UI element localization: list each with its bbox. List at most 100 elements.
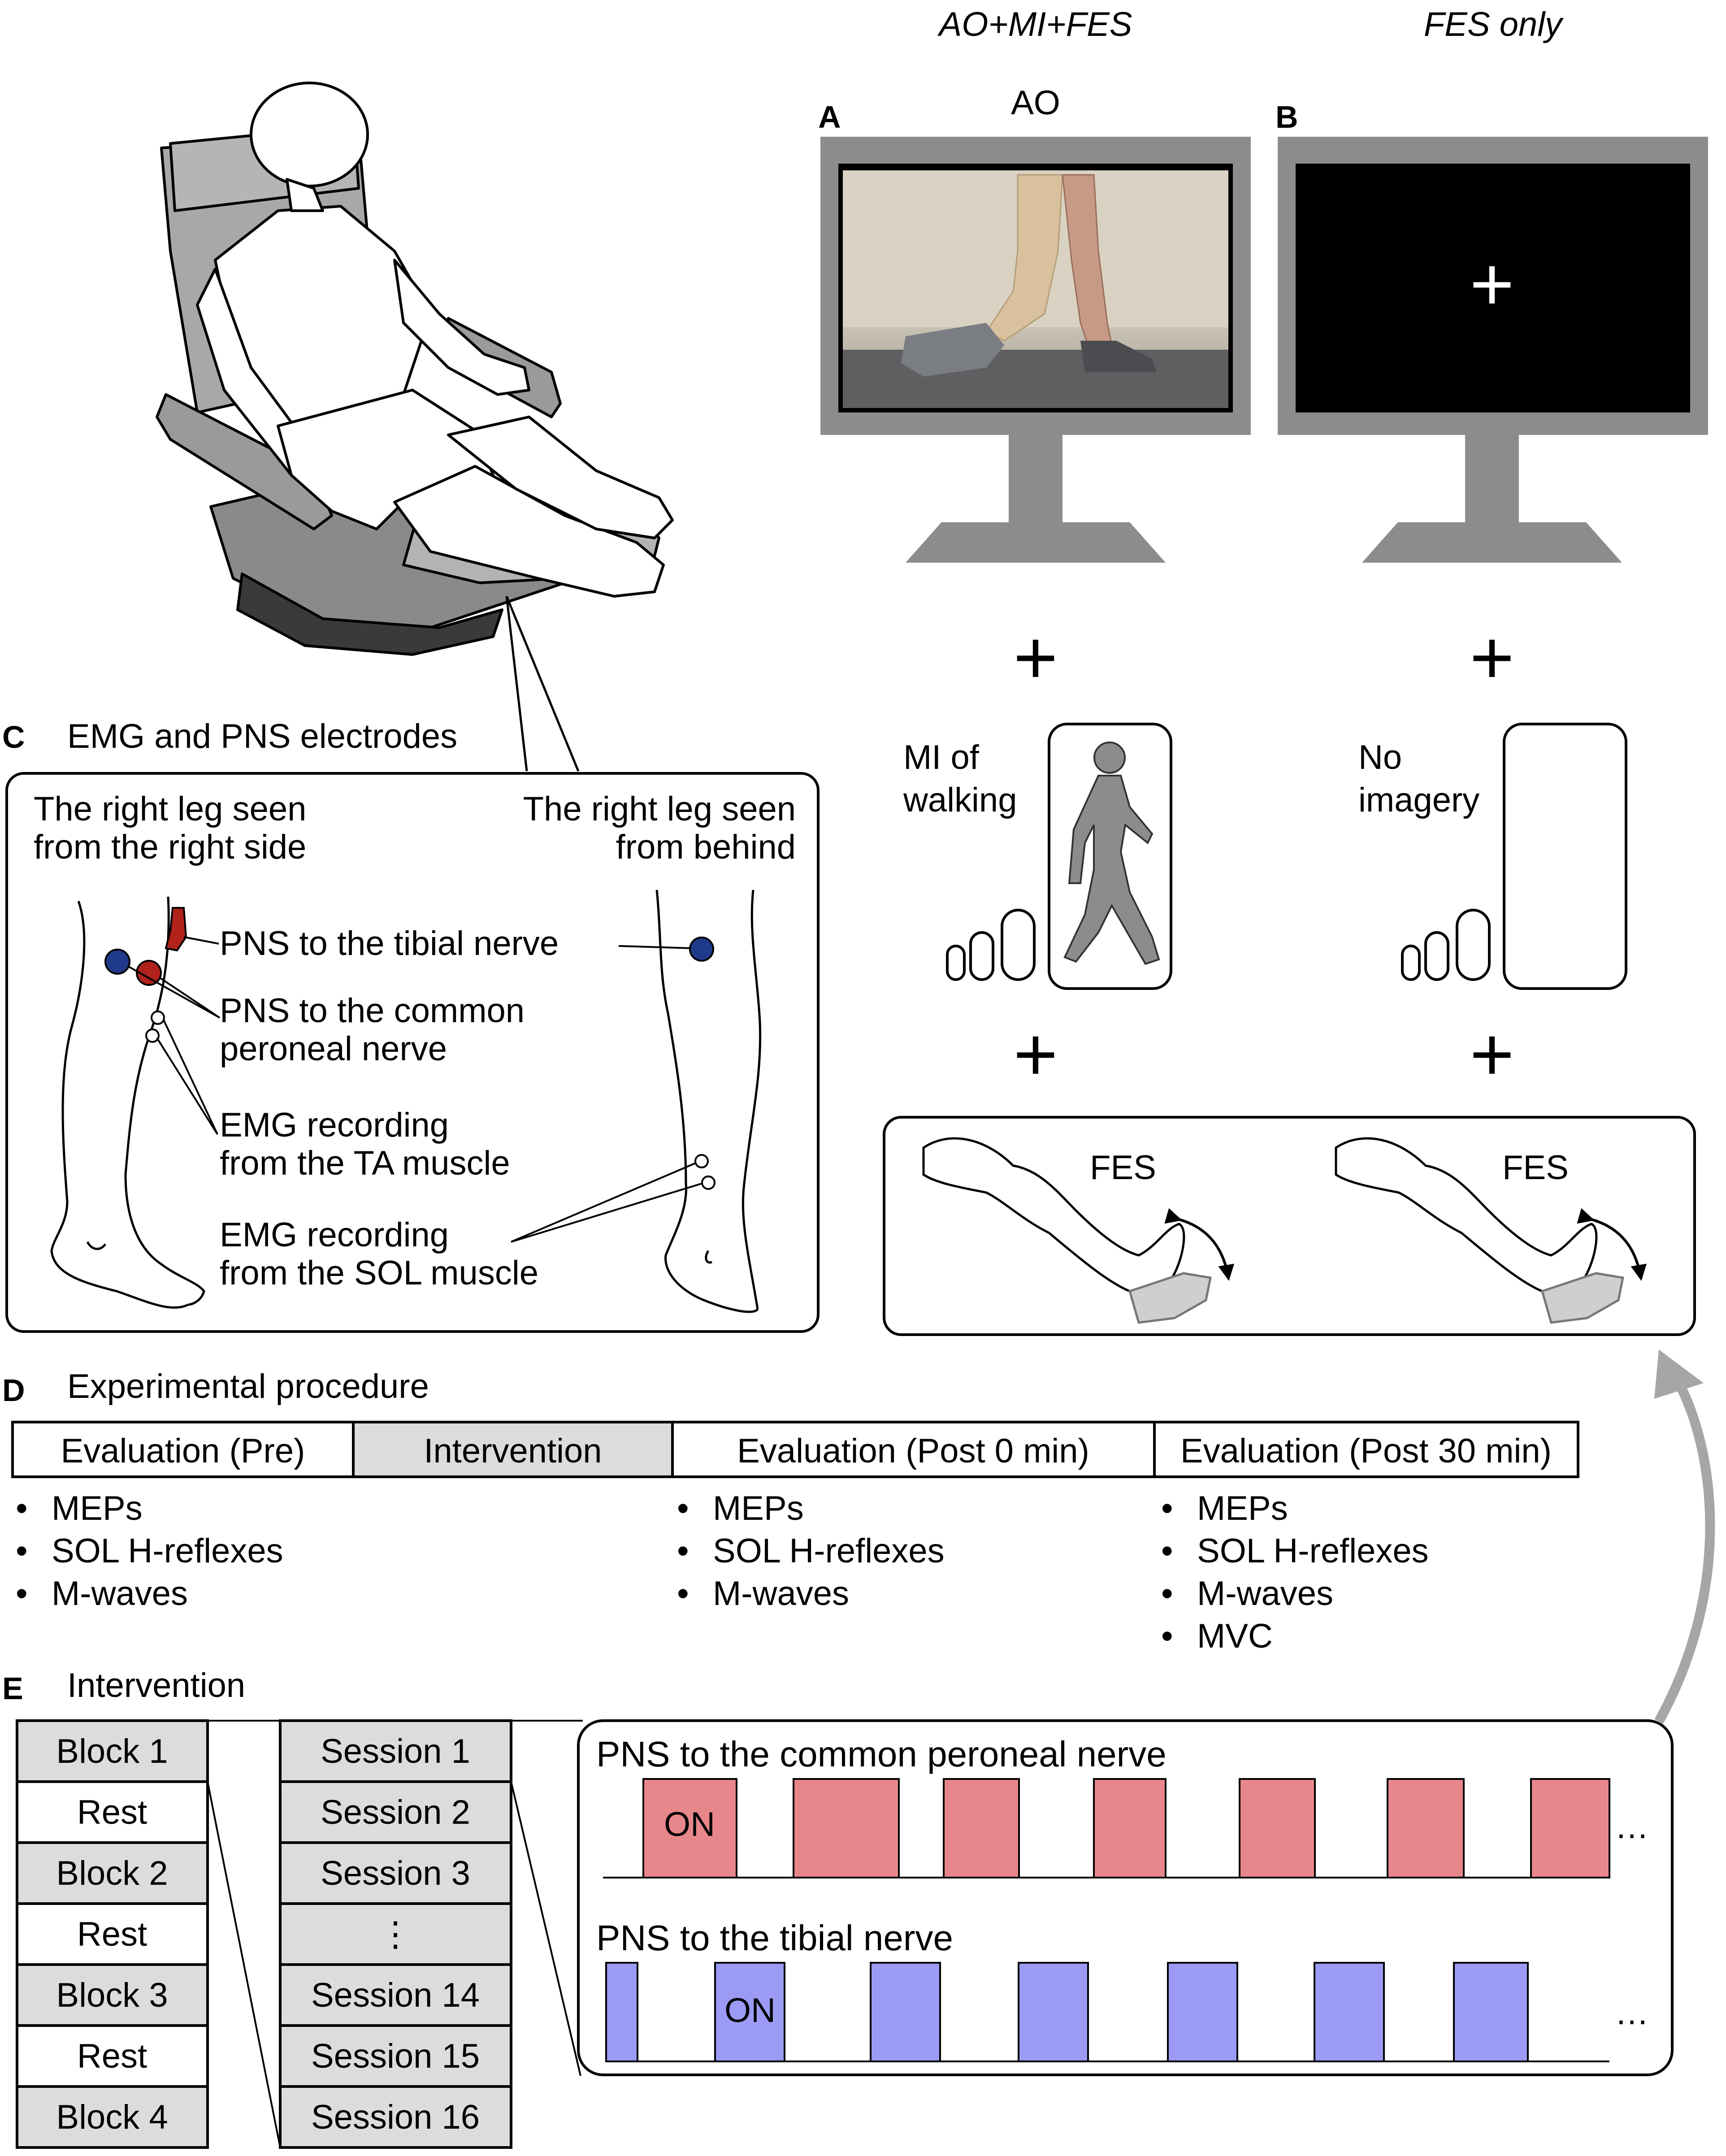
panel-c-letter: C	[2, 720, 25, 755]
walking-video-leg-front	[985, 174, 1063, 342]
peroneal-pulse	[943, 1778, 1020, 1878]
ta-emg-electrode-1	[151, 1011, 165, 1025]
tibial-pulse-train	[605, 1962, 1609, 2062]
peroneal-pulse	[1093, 1778, 1167, 1878]
side-view-label-line2: from the right side	[34, 828, 306, 866]
label-sol-line1: EMG recording	[220, 1216, 449, 1254]
blocks-column	[16, 1719, 209, 2149]
bullet-marker: •	[16, 1489, 28, 1527]
sessions-labels: Session 1 Session 2 Session 3 ⋮ Session …	[311, 1732, 480, 2136]
session-label: Session 15	[311, 2037, 480, 2075]
walking-figure-icon	[1063, 742, 1160, 965]
peroneal-electrode-blue-side	[104, 949, 130, 975]
session-cell	[279, 1719, 512, 1783]
label-peroneal-line2: peroneal nerve	[220, 1030, 447, 1068]
behind-view-label-line1: The right leg seen	[523, 790, 796, 828]
bullet-item: SOL H-reflexes	[1197, 1532, 1429, 1570]
phase-label-pre: Evaluation (Pre)	[61, 1432, 305, 1470]
block-cell	[16, 2085, 209, 2149]
mi-label-line2: walking	[903, 781, 1017, 819]
side-view-label-line1: The right leg seen	[34, 790, 306, 828]
mi-label-line1: MI of	[903, 738, 980, 777]
phase-label-post0: Evaluation (Post 0 min)	[737, 1432, 1089, 1470]
panel-a-title: AO	[1011, 84, 1060, 122]
bullet-item: SOL H-reflexes	[713, 1532, 945, 1570]
panel-d-letter: D	[2, 1373, 25, 1408]
tibial-pulse	[714, 1962, 785, 2062]
tibial-ellipsis: …	[1615, 1994, 1649, 2032]
monitor-fes-only: +	[1278, 137, 1708, 563]
rest-cell	[16, 1780, 209, 1844]
bullet-marker: •	[1161, 1489, 1173, 1527]
sessions-column	[279, 1719, 512, 2149]
block-label: Block 4	[56, 2098, 168, 2136]
panel-c-box	[5, 772, 820, 1333]
curved-arrow-head	[1654, 1349, 1704, 1399]
thought-bubble-main-fes	[1503, 723, 1627, 990]
panel-e-connectors	[207, 1720, 583, 2148]
leg-behind-outline-left	[655, 889, 759, 1313]
thought-bubble-fes	[1401, 723, 1627, 990]
panel-e-letter: E	[2, 1671, 23, 1706]
tibial-on-label: ON	[724, 1991, 776, 2030]
label-ta-line2: from the TA muscle	[220, 1144, 510, 1182]
sol-emg-electrode-1	[694, 1154, 709, 1168]
leg-side-view	[50, 896, 205, 1309]
leg-side-outline-back	[124, 896, 205, 1306]
peroneal-pulse-train	[603, 1778, 1610, 1878]
fes-leg-ao	[922, 1137, 1235, 1324]
phase-box-pre	[11, 1421, 355, 1478]
session-label: Session 14	[311, 1976, 480, 2014]
leader-ta-1	[163, 1019, 218, 1135]
leg-side-heel-mark	[86, 1241, 107, 1250]
bullet-marker: •	[1161, 1617, 1173, 1655]
person-head	[250, 82, 369, 187]
bullet-item: MEPs	[52, 1489, 143, 1527]
peroneal-pulse	[1530, 1778, 1610, 1878]
tibial-pulse	[1453, 1962, 1529, 2062]
label-peroneal-line1: PNS to the common	[220, 992, 525, 1030]
block-cell	[16, 1963, 209, 2027]
behind-view-label-line2: from behind	[616, 828, 796, 866]
bullet-marker: •	[677, 1532, 689, 1570]
peroneal-electrode-red-side	[136, 960, 162, 986]
bullet-item: M-waves	[713, 1575, 849, 1613]
fes-box	[883, 1116, 1696, 1336]
thought-bubble-small-fes	[1401, 945, 1421, 981]
panel-c-leader-lines	[127, 936, 702, 1243]
peroneal-pulse	[1387, 1778, 1465, 1878]
tibial-electrode-behind	[689, 937, 714, 962]
monitor-ao-neck	[1009, 435, 1062, 522]
peroneal-pulse	[793, 1778, 900, 1878]
person-arm-right	[393, 259, 530, 396]
bullet-item: M-waves	[52, 1575, 188, 1613]
condition-label-fes-only: FES only	[1424, 5, 1564, 43]
tibial-pulse	[1314, 1962, 1385, 2062]
panel-a-letter: A	[818, 100, 841, 134]
session-label: Session 16	[311, 2098, 480, 2136]
panel-c-title: EMG and PNS electrodes	[67, 717, 457, 755]
ta-emg-electrode-2	[145, 1028, 160, 1043]
plus-sign-ao-2: +	[1013, 1012, 1058, 1097]
leg-behind-outline-right	[742, 889, 762, 1310]
walking-figure-body	[1063, 775, 1160, 965]
no-imagery-label-line1: No	[1358, 738, 1402, 777]
phase-label-post30: Evaluation (Post 30 min)	[1180, 1432, 1552, 1470]
leader-peroneal-red	[158, 976, 221, 1019]
tibial-electrode-side	[165, 907, 187, 952]
peroneal-pulse	[642, 1778, 737, 1878]
session-cell	[279, 2024, 512, 2088]
bullet-marker: •	[677, 1575, 689, 1613]
bullet-item: MEPs	[1197, 1489, 1288, 1527]
bullet-marker: •	[16, 1532, 28, 1570]
leg-side-outline-front	[50, 901, 189, 1309]
fes-leg-fes-only	[1335, 1137, 1647, 1324]
sol-emg-electrode-2	[701, 1176, 716, 1190]
curved-arrow-to-fes	[1654, 1380, 1715, 1724]
rest-cell	[16, 1902, 209, 1966]
procedure-timeline: Evaluation (Pre) Intervention Evaluation…	[11, 1421, 1579, 1478]
bullet-marker: •	[1161, 1575, 1173, 1613]
plus-sign-ao-1: +	[1013, 615, 1058, 700]
thought-bubble-medium-ao	[969, 931, 994, 981]
leader-sol-2	[511, 1183, 702, 1243]
